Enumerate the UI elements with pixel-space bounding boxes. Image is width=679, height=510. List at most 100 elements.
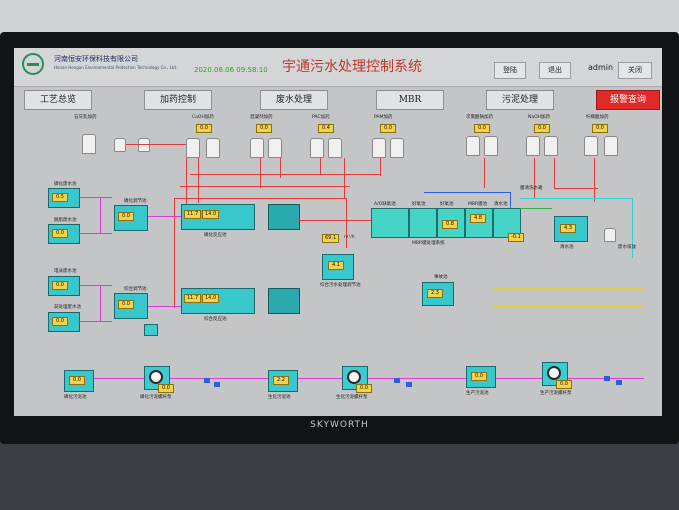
dosing-label: PAC加药 — [312, 115, 330, 120]
pipe — [520, 208, 552, 209]
sludge-label: 磷化污泥池 — [64, 395, 87, 400]
valve-icon[interactable] — [214, 382, 220, 387]
settling-tank[interactable] — [268, 204, 300, 230]
nav-sludge-treatment[interactable]: 污泥处理 — [486, 90, 554, 110]
pipe — [510, 192, 511, 208]
settling-tank[interactable] — [268, 288, 300, 314]
accident-tank-value: 2.3 — [427, 289, 443, 298]
dosing-value: 0.4 — [318, 124, 334, 133]
dosing-tank-icon[interactable] — [544, 136, 558, 156]
pipe — [424, 192, 510, 193]
pipe — [180, 186, 350, 187]
dosing-tank-icon[interactable] — [82, 134, 96, 154]
dosing-tank-icon[interactable] — [584, 136, 598, 156]
tank-level-value: 0.5 — [52, 193, 68, 202]
pipe — [260, 158, 261, 188]
dosing-tank-icon[interactable] — [310, 138, 324, 158]
pump-label: 磷化污泥螺杆泵 — [140, 395, 172, 400]
valve-icon[interactable] — [204, 378, 210, 383]
pipe — [594, 158, 595, 202]
pump-icon[interactable] — [144, 324, 158, 336]
sludge-value: 0.0 — [69, 376, 85, 385]
pump-value: 0.0 — [556, 380, 572, 389]
mbr-system-label: MBR膜处理系统 — [412, 241, 445, 246]
pipe — [78, 197, 112, 198]
dosing-tank-icon[interactable] — [484, 136, 498, 156]
valve-icon[interactable] — [406, 382, 412, 387]
logout-button[interactable]: 退出 — [539, 62, 571, 79]
dosing-tank-icon[interactable] — [604, 136, 618, 156]
dosing-tank-icon[interactable] — [114, 138, 126, 152]
nav-wastewater-treatment[interactable]: 废水处理 — [260, 90, 328, 110]
pipe — [380, 158, 381, 176]
nav-mbr[interactable]: MBR — [376, 90, 444, 110]
mbr-label: 好氧池 — [412, 202, 426, 207]
reaction-value: 14.0 — [202, 210, 220, 219]
dosing-label: PAM加药 — [374, 115, 393, 120]
tank-level-value: 0.0 — [118, 212, 134, 221]
dosing-value: 0.0 — [380, 124, 396, 133]
discharge-icon[interactable] — [604, 228, 616, 242]
pipe — [78, 233, 112, 234]
dosing-label: 次氯酸钠加药 — [466, 115, 493, 120]
right-label: 膜清洗水箱 — [520, 186, 543, 191]
right-label: 废水排放 — [618, 245, 636, 250]
tank-level-value: 0.0 — [52, 281, 68, 290]
company-name-en: Henan Hengan Environmental Protection Te… — [54, 65, 178, 70]
dosing-tank-icon[interactable] — [328, 138, 342, 158]
dosing-label: 石灰乳加药 — [74, 115, 97, 120]
dosing-tank-icon[interactable] — [138, 138, 150, 152]
mbr-cell[interactable] — [465, 208, 493, 238]
dosing-tank-icon[interactable] — [372, 138, 386, 158]
pipe — [534, 158, 535, 198]
accident-tank-label: 事故池 — [434, 275, 448, 280]
nav-dosing-control[interactable]: 加药控制 — [144, 90, 212, 110]
valve-icon[interactable] — [394, 378, 400, 383]
dosing-tank-icon[interactable] — [466, 136, 480, 156]
close-button[interactable]: 关闭 — [618, 62, 652, 79]
tank-level-value: 0.0 — [52, 229, 68, 238]
dosing-tank-icon[interactable] — [250, 138, 264, 158]
company-logo-icon — [22, 53, 44, 75]
dosing-value: 0.0 — [474, 124, 490, 133]
pipe — [320, 158, 321, 174]
mbr-cell[interactable] — [409, 208, 437, 238]
valve-icon[interactable] — [616, 380, 622, 385]
tank-level-value: 0.0 — [118, 300, 134, 309]
system-title: 宇通污水处理控制系统 — [282, 59, 422, 75]
mbr-value: 0.8 — [442, 220, 458, 229]
dosing-tank-icon[interactable] — [186, 138, 200, 158]
dosing-tank-icon[interactable] — [390, 138, 404, 158]
mbr-label: 好氧池 — [440, 202, 454, 207]
pump-icon — [547, 366, 561, 380]
tank-label: 磷化调节池 — [124, 199, 147, 204]
mbr-cell[interactable] — [371, 208, 409, 238]
pipe — [190, 174, 380, 175]
pipe — [520, 198, 632, 199]
nav-alarm-query[interactable]: 报警查询 — [596, 90, 660, 110]
login-button[interactable]: 登陆 — [494, 62, 526, 79]
dosing-tank-icon[interactable] — [206, 138, 220, 158]
reaction-value: 14.0 — [202, 294, 220, 303]
pump-label: 生产污泥螺杆泵 — [540, 391, 572, 396]
flow-value: 69.1 — [322, 234, 340, 243]
pump-label: 生化污泥螺杆泵 — [336, 395, 368, 400]
pipe — [280, 158, 281, 178]
sludge-label: 生化污泥池 — [268, 395, 291, 400]
pump-value: 0.0 — [356, 384, 372, 393]
pipe — [78, 285, 112, 286]
pipe — [344, 158, 345, 198]
company-name: 河南恒安环保科技有限公司 — [54, 55, 138, 63]
pipe — [494, 288, 644, 289]
valve-icon[interactable] — [604, 376, 610, 381]
pipe — [484, 158, 485, 188]
mbr-cell[interactable] — [437, 208, 465, 238]
dosing-tank-icon[interactable] — [526, 136, 540, 156]
mbr-label: MBR膜池 — [468, 202, 488, 207]
dosing-tank-icon[interactable] — [268, 138, 282, 158]
nav-process-overview[interactable]: 工艺总览 — [24, 90, 92, 110]
pipe — [174, 198, 346, 199]
dosing-label: 混凝剂加药 — [250, 115, 273, 120]
reaction-label: 综合反应池 — [204, 317, 227, 322]
dosing-label: CaOH加药 — [192, 115, 214, 120]
